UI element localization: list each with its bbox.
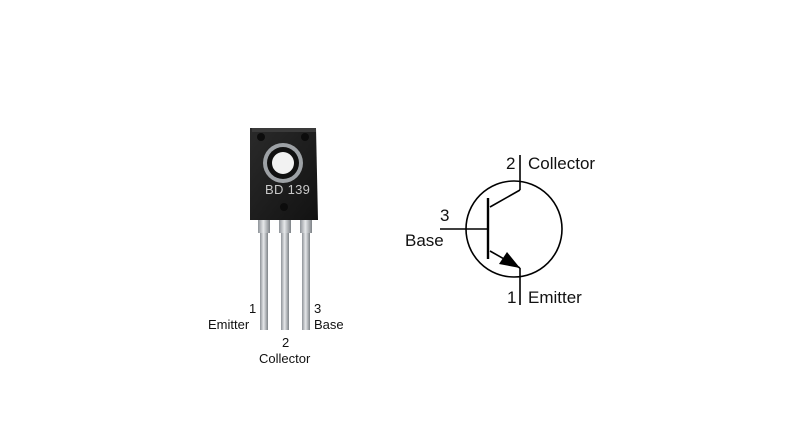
symbol-base-number: 3 (440, 206, 450, 225)
mounting-hole (272, 152, 294, 174)
symbol-emitter-number: 1 (507, 288, 517, 307)
emitter-arrow (499, 252, 520, 268)
package-pin3-name: Base (314, 317, 344, 332)
symbol-emitter-name: Emitter (528, 288, 582, 307)
package-pin1-number: 1 (249, 301, 257, 316)
package-marking: BD 139 (265, 182, 311, 197)
package-leads (258, 219, 312, 330)
package-pin3-number: 3 (314, 301, 322, 316)
symbol-collector-number: 2 (506, 154, 516, 173)
lead-emitter (260, 219, 268, 330)
lead-collector (281, 219, 289, 330)
package-pin2-name: Collector (259, 351, 311, 366)
lead-base (302, 219, 310, 330)
symbol-collector-name: Collector (528, 154, 596, 173)
package-pin2-number: 2 (282, 335, 290, 350)
symbol-base-name: Base (405, 231, 444, 250)
package-body (250, 128, 318, 220)
package-pin1-name: Emitter (208, 317, 250, 332)
